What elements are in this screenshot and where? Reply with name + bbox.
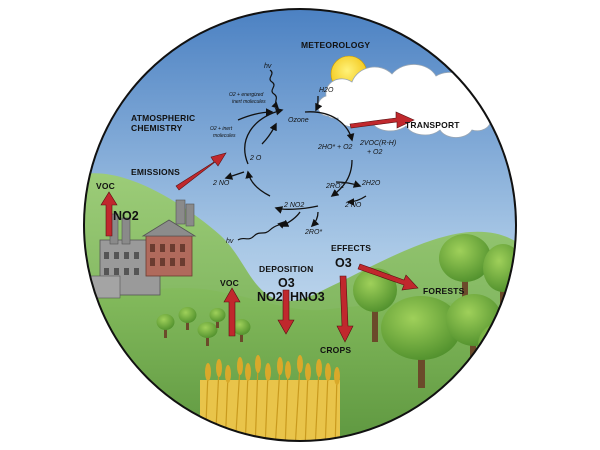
label-2no-left: 2 NO: [212, 180, 230, 187]
label-2ro2: 2RO2: [325, 183, 344, 190]
voc-left-arrow: [100, 191, 118, 237]
frame-circle: [83, 8, 517, 442]
label-h2o: H2O: [319, 87, 334, 94]
label-2voc: 2VOC(R-H): [359, 140, 396, 147]
label-o2-inert-2: molecules: [213, 133, 236, 139]
voc-center-arrow: [223, 287, 241, 337]
label-emissions: EMISSIONS: [131, 167, 180, 177]
label-ozone: Ozone: [288, 117, 309, 124]
wheat-field-icon: [200, 355, 340, 441]
label-crops: CROPS: [320, 345, 351, 355]
hv-wave-bottom: [237, 220, 286, 241]
label-voc-center: VOC: [220, 278, 239, 288]
label-meteorology: METEOROLOGY: [301, 40, 370, 50]
label-2no2: 2 NO2: [283, 202, 304, 209]
label-chemistry: CHEMISTRY: [131, 123, 183, 133]
label-voc-left: VOC: [96, 181, 115, 191]
hv-wave-top: [269, 69, 280, 110]
label-o3-deposition: O3: [278, 276, 295, 290]
label-transport: TRANSPORT: [405, 120, 460, 130]
label-2o: 2 O: [249, 155, 262, 162]
label-forests: FORESTS: [423, 286, 465, 296]
label-hv-top: hv: [264, 63, 272, 70]
label-o2-inert-1: O2 + inert: [210, 126, 233, 132]
label-effects: EFFECTS: [331, 243, 371, 253]
forests-arrow: [357, 263, 419, 291]
factory-icon: [89, 199, 197, 299]
crops-arrow: [336, 275, 354, 343]
label-2h2o: 2H2O: [361, 180, 381, 187]
red-arrows: [100, 111, 419, 343]
label-deposition: DEPOSITION: [259, 264, 313, 274]
label-o3-effects: O3: [335, 256, 352, 270]
label-2ro: 2RO*: [304, 229, 322, 236]
label-hv-bottom: hv: [226, 238, 234, 245]
label-no2-deposition: NO2: [257, 290, 283, 304]
transport-arrow: [349, 111, 415, 129]
emissions-arrow: [175, 152, 227, 191]
label-2voc-o2: + O2: [367, 149, 382, 156]
label-atmospheric: ATMOSPHERIC: [131, 113, 195, 123]
chemistry-cycle: [224, 95, 367, 228]
label-hno3: HNO3: [290, 290, 325, 304]
label-o2-energized-2: inert molecules: [232, 99, 266, 105]
label-2no-right: 2 NO: [344, 202, 362, 209]
label-no2-factory: NO2: [113, 209, 139, 223]
label-2ho: 2HO* + O2: [317, 144, 353, 151]
label-o2-energized-1: O2 + energized: [229, 92, 264, 98]
small-trees: [156, 307, 251, 346]
deposition-arrow: [277, 289, 295, 335]
